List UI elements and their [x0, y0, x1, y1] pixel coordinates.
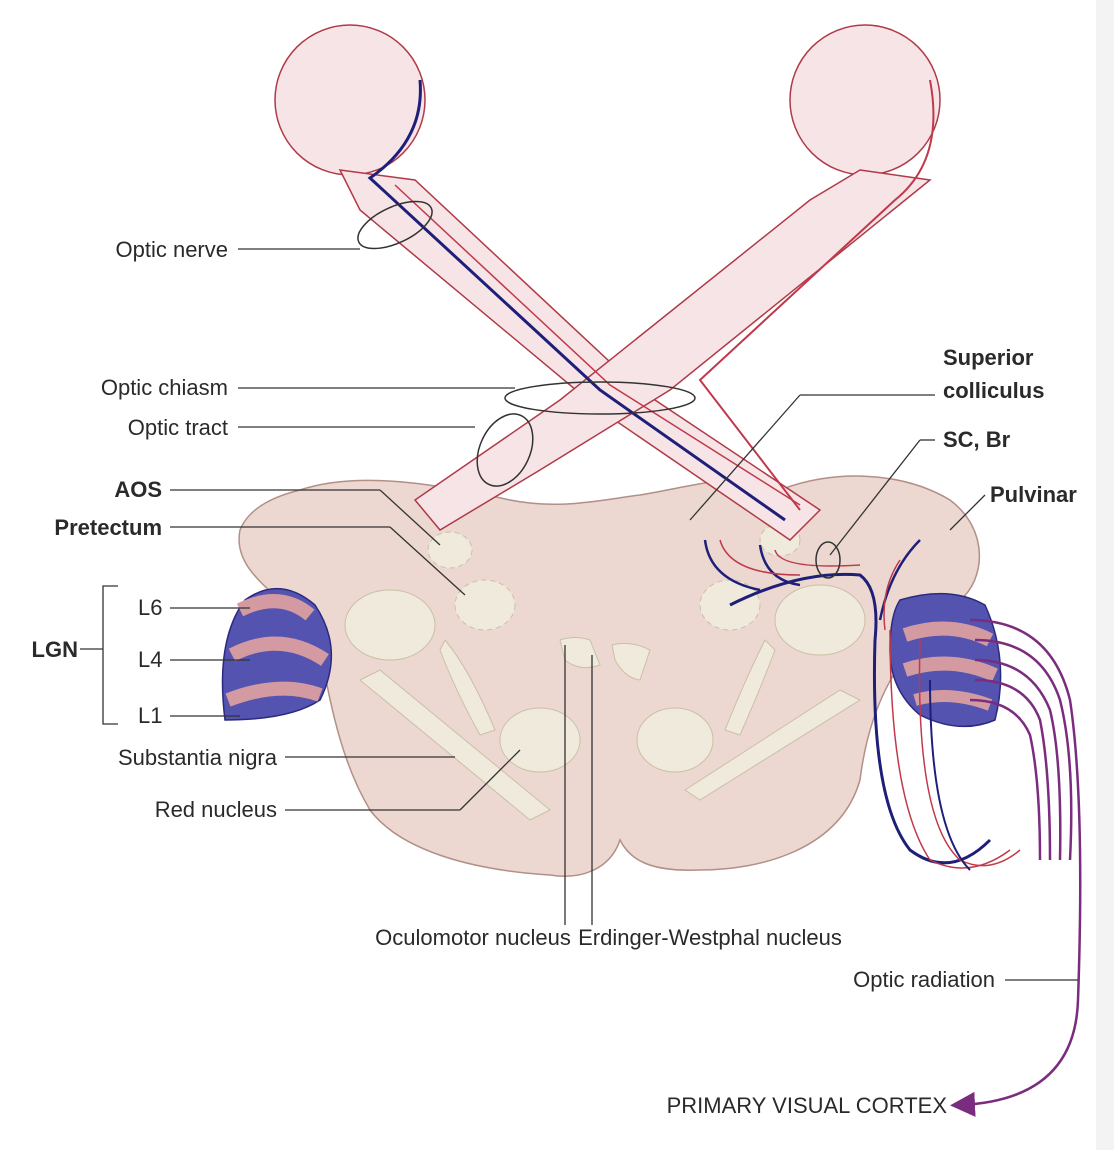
substantia-nigra-right	[684, 689, 862, 801]
label-red-nucleus: Red nucleus	[155, 797, 277, 822]
lgn-right-loops	[872, 629, 1021, 871]
eye-right	[789, 24, 941, 176]
scrollbar-track[interactable]	[1096, 0, 1114, 1150]
label-aos: AOS	[114, 477, 162, 502]
label-rings	[357, 200, 841, 579]
lgn-bracket	[80, 585, 118, 725]
label-l6: L6	[138, 595, 162, 620]
label-lgn: LGN	[32, 637, 78, 662]
lgn-right	[889, 592, 1002, 728]
label-optic-nerve: Optic nerve	[116, 237, 229, 262]
optic-nerve-right	[413, 169, 932, 531]
label-primary-visual-cortex: PRIMARY VISUAL CORTEX	[667, 1093, 948, 1118]
aos-left	[427, 531, 473, 569]
label-ew-nucleus: Erdinger-Westphal nucleus	[578, 925, 842, 950]
fiber-branches	[703, 539, 921, 641]
label-optic-radiation: Optic radiation	[853, 967, 995, 992]
label-l1: L1	[138, 703, 162, 728]
nucleus-left-upper	[344, 589, 436, 661]
lgn-left	[221, 588, 333, 721]
fiber-red-left	[394, 184, 801, 506]
label-optic-tract: Optic tract	[128, 415, 228, 440]
label-superior-colliculus-2: colliculus	[943, 378, 1044, 403]
pretectum-left	[454, 579, 516, 631]
nucleus-right-upper	[774, 584, 866, 656]
substantia-nigra-left	[359, 669, 551, 821]
midbrain-section	[238, 475, 981, 877]
ew-nucleus	[611, 642, 651, 681]
optic-radiation-fibers	[950, 618, 1082, 1117]
label-l4: L4	[138, 647, 162, 672]
red-nucleus-right	[636, 707, 714, 773]
leader-lines	[170, 248, 1078, 981]
nuclei	[344, 523, 866, 821]
red-nucleus-left	[499, 707, 581, 773]
label-pulvinar: Pulvinar	[990, 482, 1077, 507]
midbrain-nucleus-right	[724, 639, 776, 736]
oculomotor-nucleus	[559, 637, 601, 669]
eye-left	[274, 24, 426, 176]
label-oculomotor-nucleus: Oculomotor nucleus	[375, 925, 571, 950]
midbrain-nucleus-left	[439, 639, 496, 736]
label-substantia-nigra: Substantia nigra	[118, 745, 278, 770]
label-pretectum: Pretectum	[54, 515, 162, 540]
fiber-blue-crossing	[367, 79, 786, 522]
label-optic-chiasm: Optic chiasm	[101, 375, 228, 400]
label-sc-br: SC, Br	[943, 427, 1011, 452]
label-superior-colliculus-1: Superior	[943, 345, 1034, 370]
fiber-red-uncrossed	[698, 79, 935, 511]
